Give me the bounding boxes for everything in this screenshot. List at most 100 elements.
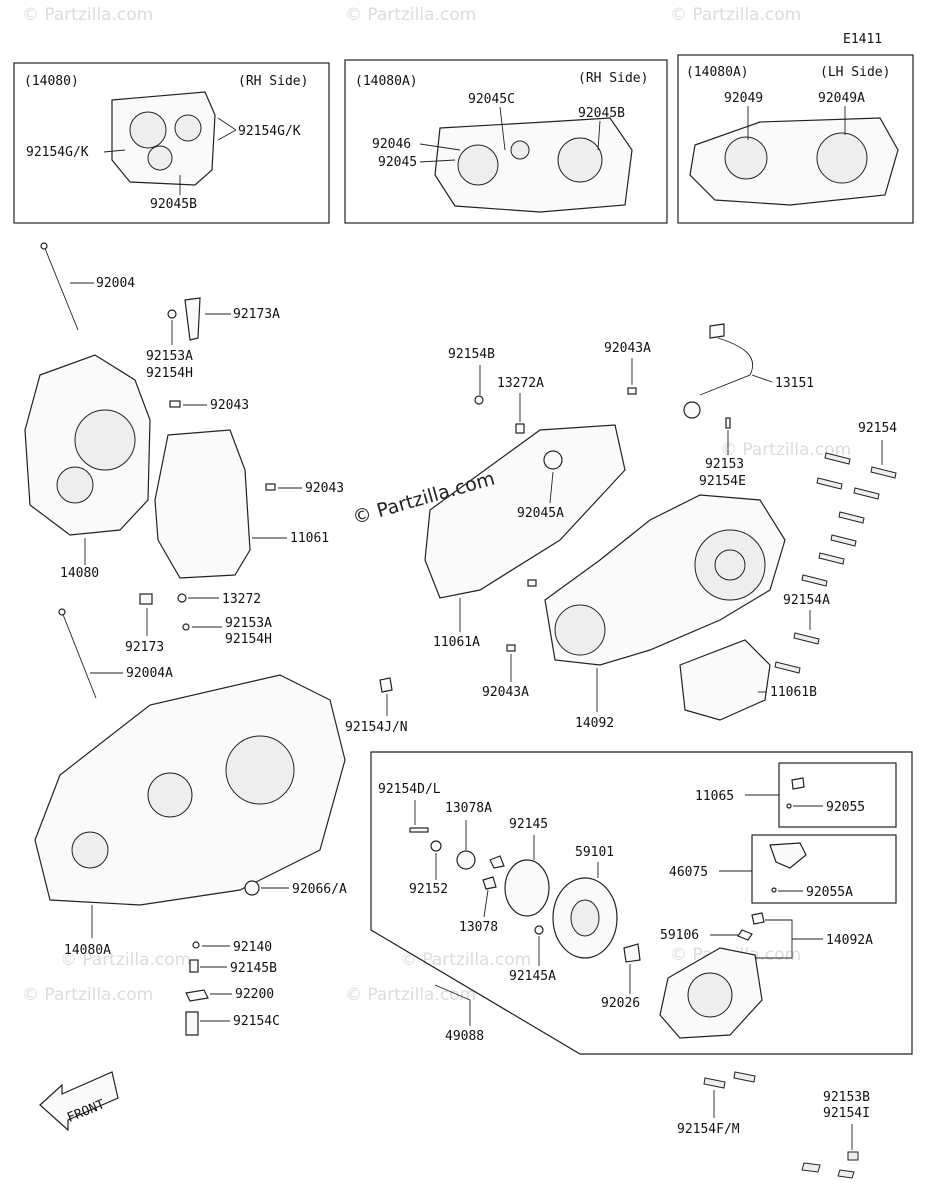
connector-13151 bbox=[709, 323, 725, 339]
part-label-14080a: 14080A bbox=[64, 943, 111, 958]
knob-11065 bbox=[791, 777, 805, 790]
inset-frame bbox=[344, 59, 668, 224]
crankcase-bore bbox=[147, 772, 193, 818]
part-label: 92045B bbox=[150, 197, 197, 212]
part-label-46075: 46075 bbox=[669, 865, 708, 880]
cover-boss bbox=[687, 972, 733, 1018]
bolt-92154fm bbox=[703, 1077, 726, 1089]
part-label-11061b: 11061B bbox=[770, 685, 817, 700]
part-label-92200: 92200 bbox=[235, 987, 274, 1002]
part-label-59101: 59101 bbox=[575, 845, 614, 860]
part-label: 92049 bbox=[724, 91, 763, 106]
bolt-92154a bbox=[774, 661, 801, 674]
spring-59106 bbox=[737, 929, 753, 941]
handle-46075 bbox=[769, 842, 807, 869]
dowel-92043a bbox=[506, 644, 516, 652]
bolt-92154i bbox=[801, 1162, 821, 1173]
clip-92173 bbox=[139, 593, 153, 605]
part-label: 92154G/K bbox=[26, 145, 89, 160]
cover-boss bbox=[714, 549, 746, 581]
bolt-92152 bbox=[430, 840, 442, 852]
plug-13272a bbox=[515, 423, 525, 434]
bearing-bore bbox=[457, 144, 499, 186]
watermark: © Partzilla.com bbox=[22, 5, 153, 25]
part-label: 92154G/K bbox=[238, 124, 301, 139]
part-label-92043: 92043 bbox=[210, 398, 249, 413]
watermark: © Partzilla.com bbox=[345, 985, 476, 1005]
watermark: © Partzilla.com bbox=[670, 5, 801, 25]
inset-side: (RH Side) bbox=[238, 74, 308, 89]
spring-92145 bbox=[504, 859, 550, 917]
part-label-59106: 59106 bbox=[660, 928, 699, 943]
crankcase-bore bbox=[71, 831, 109, 869]
bolt-92154a bbox=[793, 632, 820, 645]
bolt-92153b bbox=[847, 1151, 859, 1161]
washer-92200 bbox=[185, 989, 209, 1002]
dipstick-rod bbox=[61, 611, 97, 699]
bolt-92154b bbox=[474, 395, 484, 405]
bolt-92154i bbox=[837, 1169, 855, 1179]
spring-92145a bbox=[534, 925, 544, 935]
inset-side: (LH Side) bbox=[820, 65, 890, 80]
dowel-92043a bbox=[627, 387, 637, 395]
part-label-92153a: 92153A bbox=[225, 616, 272, 631]
dipstick-rod bbox=[43, 245, 79, 331]
part-label-92055a: 92055A bbox=[806, 885, 853, 900]
part-label-13151: 13151 bbox=[775, 376, 814, 391]
bolt-92154 bbox=[818, 552, 845, 565]
part-label: 92045C bbox=[468, 92, 515, 107]
part-label-92154e: 92154E bbox=[699, 474, 746, 489]
bottom-bolts-group: 92154F/M 92153B 92154I bbox=[677, 1071, 870, 1179]
gasket-11061 bbox=[154, 429, 251, 579]
dowel-92043 bbox=[169, 400, 181, 408]
bearing-bore bbox=[147, 145, 173, 171]
part-label-92154c: 92154C bbox=[233, 1014, 280, 1029]
guide bbox=[751, 912, 765, 925]
inset-code: (14080) bbox=[24, 74, 79, 89]
kit-frame-49088 bbox=[370, 751, 913, 1055]
part-label-92004a: 92004A bbox=[126, 666, 173, 681]
part-label-92043: 92043 bbox=[305, 481, 344, 496]
screw-92055a bbox=[771, 887, 777, 893]
bolt-92154 bbox=[853, 487, 880, 500]
part-label-49088: 49088 bbox=[445, 1029, 484, 1044]
part-label-92154b: 92154B bbox=[448, 347, 495, 362]
part-label-92066a: 92066/A bbox=[292, 882, 347, 897]
pulley-hub bbox=[570, 899, 600, 937]
part-label-92145: 92145 bbox=[509, 817, 548, 832]
bolt-92153 bbox=[725, 417, 731, 429]
part-label-92145b: 92145B bbox=[230, 961, 277, 976]
part-label: 92045B bbox=[578, 106, 625, 121]
part-label-92152: 92152 bbox=[409, 882, 448, 897]
bearing-bore bbox=[510, 140, 530, 160]
watermark: © Partzilla.com bbox=[22, 985, 153, 1005]
bolt-92154 bbox=[838, 511, 865, 524]
nut-92026 bbox=[623, 943, 641, 963]
crankcase-14080a-group: 92004A 14080A 92066/A 92140 92145B 92200… bbox=[34, 608, 347, 1036]
part-label-92154dl: 92154D/L bbox=[378, 782, 441, 797]
watermark: © Partzilla.com bbox=[400, 950, 531, 970]
part-label: 92046 bbox=[372, 137, 411, 152]
part-label-92153a: 92153A bbox=[146, 349, 193, 364]
gasket-11061b bbox=[679, 639, 771, 721]
front-direction-icon bbox=[39, 1071, 119, 1132]
bearing-bore bbox=[724, 136, 768, 180]
recoil-starter-group: 49088 92154D/L 13078A 92152 92145 13078 … bbox=[370, 751, 913, 1055]
bolt-92145b bbox=[189, 959, 199, 973]
watermark: © Partzilla.com bbox=[720, 440, 851, 460]
part-label-92045a: 92045A bbox=[517, 506, 564, 521]
part-label-11061: 11061 bbox=[290, 531, 329, 546]
inset-14080-rh: (14080) (RH Side) 92154G/K 92154G/K 9204… bbox=[13, 62, 330, 224]
part-label-92055: 92055 bbox=[826, 800, 865, 815]
part-label: 92045 bbox=[378, 155, 417, 170]
part-label-92154h: 92154H bbox=[225, 632, 272, 647]
bearing-bore bbox=[174, 114, 202, 142]
part-label-92154jn: 92154J/N bbox=[345, 720, 408, 735]
part-label-92145a: 92145A bbox=[509, 969, 556, 984]
bolt-92154 bbox=[824, 452, 851, 465]
clutch-cover-group: 92154B 13272A 92043A 92045A 11061A 92043… bbox=[345, 323, 897, 735]
oil-seal-92045a bbox=[543, 450, 563, 470]
inset-14080a-rh: (14080A) (RH Side) 92045C 92045B 92046 9… bbox=[344, 59, 668, 224]
bolt-92154jn bbox=[379, 677, 393, 693]
